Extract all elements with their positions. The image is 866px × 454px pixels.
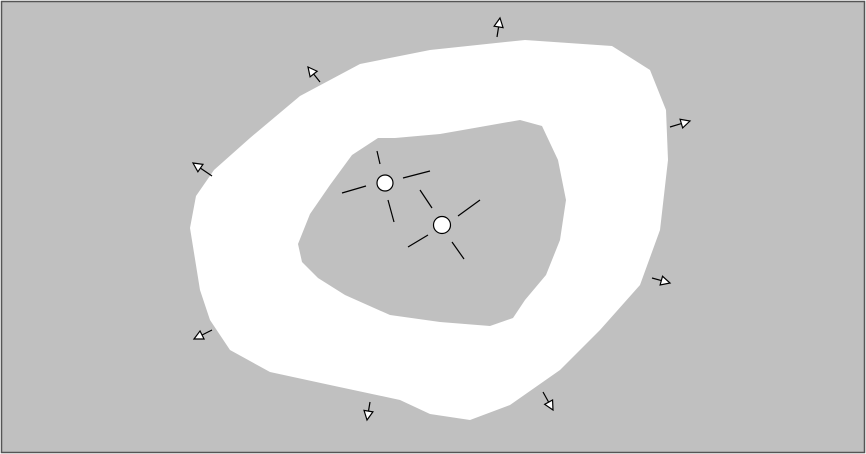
marker-circle [377, 175, 393, 191]
marker-circle [434, 217, 451, 234]
